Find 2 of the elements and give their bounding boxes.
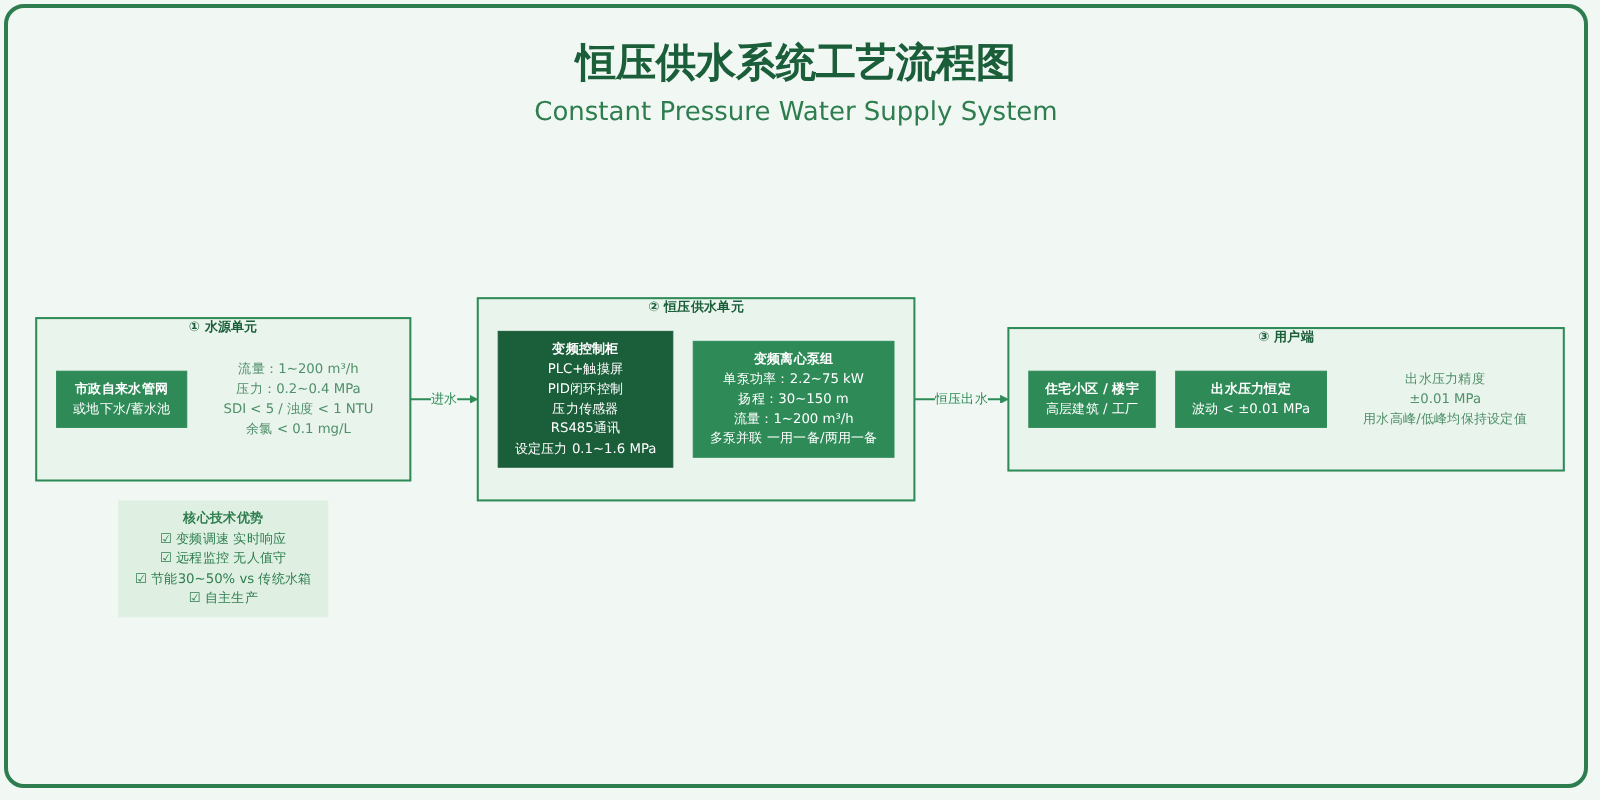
subtitle: Constant Pressure Water Supply System	[532, 98, 1060, 128]
diagram-title: 恒压供水系统工艺流程图	[572, 36, 1018, 90]
